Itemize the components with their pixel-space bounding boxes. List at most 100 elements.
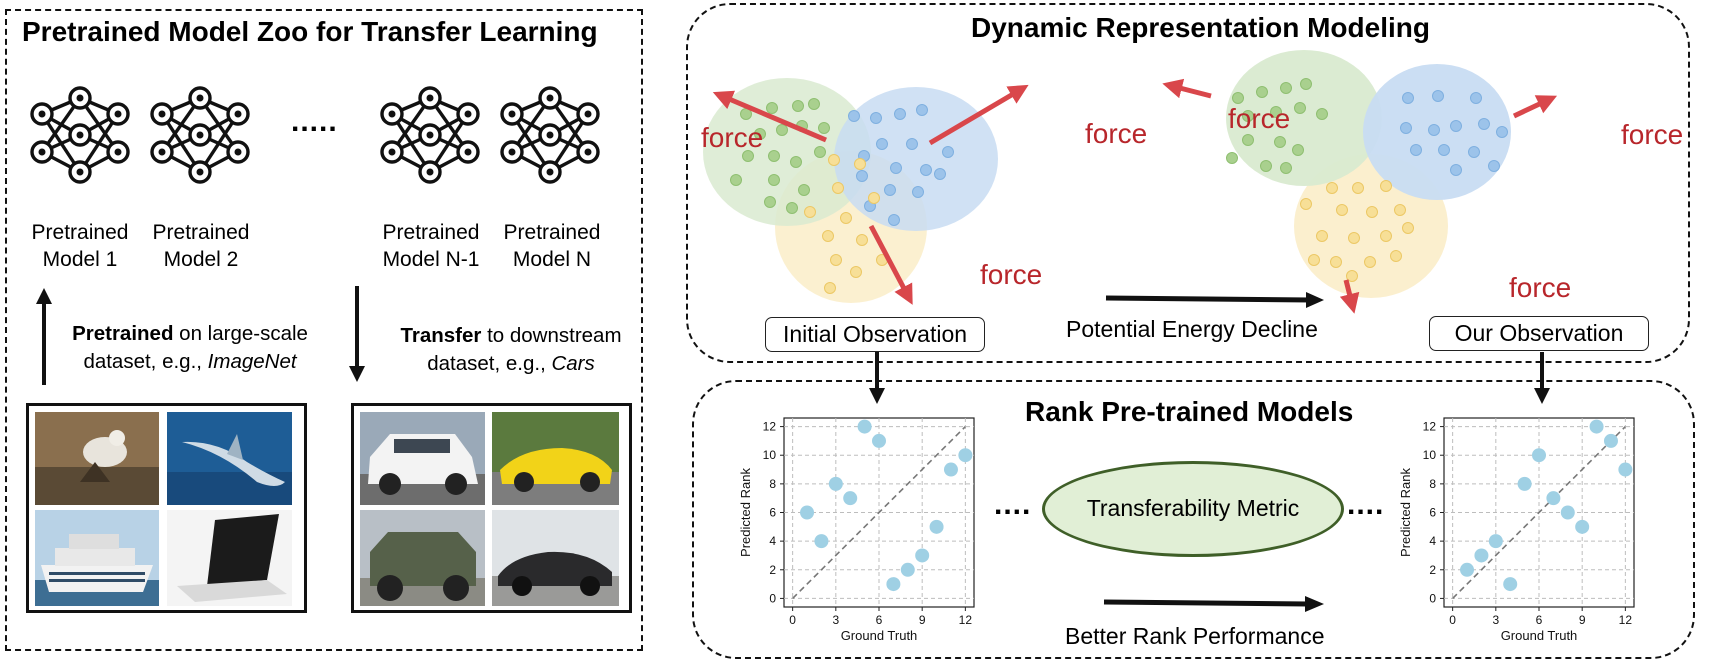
force-label: force	[1621, 119, 1684, 150]
y-axis-label: Predicted Rank	[1398, 468, 1413, 557]
hummer-photo	[360, 510, 485, 606]
laptop-photo	[167, 510, 292, 606]
coupe-photo	[492, 510, 619, 606]
rank-models-title: Rank Pre-trained Models	[1025, 396, 1354, 427]
cluster-point	[1226, 152, 1238, 164]
y-tick-label: 10	[1423, 448, 1437, 462]
cars-images	[351, 403, 632, 613]
scatter-point	[915, 548, 930, 563]
cluster-point	[1280, 162, 1292, 174]
x-axis-label: Ground Truth	[1501, 628, 1578, 643]
cluster-point	[1410, 144, 1422, 156]
cluster-point	[890, 162, 902, 174]
scatter-point	[1532, 448, 1546, 463]
cluster-point	[1402, 222, 1414, 234]
cluster-point	[1274, 136, 1286, 148]
cluster-point	[934, 168, 946, 180]
y-axis-label: Predicted Rank	[738, 468, 753, 557]
shark-photo	[167, 412, 292, 505]
cluster-point	[832, 182, 844, 194]
transfer-down-arrow	[349, 286, 365, 382]
cluster-point	[808, 98, 820, 110]
ship-photo	[35, 510, 159, 606]
scatter-point	[1546, 491, 1561, 506]
cluster-point	[798, 184, 810, 196]
cluster-point	[888, 214, 900, 226]
x-tick-label: 12	[959, 613, 973, 627]
cluster-point	[1346, 270, 1358, 282]
cluster-point	[754, 128, 766, 140]
left-arrows	[36, 286, 365, 385]
force-label: force	[1085, 118, 1148, 149]
x-tick-label: 12	[1619, 613, 1633, 627]
imagenet-images	[26, 403, 307, 613]
cluster-point	[824, 282, 836, 294]
initial-clusters	[703, 78, 1029, 305]
cluster-point	[906, 138, 918, 150]
cluster-point	[1300, 198, 1312, 210]
pretrain-up-arrow	[36, 288, 52, 385]
cluster-point	[730, 174, 742, 186]
cluster-point	[1308, 254, 1320, 266]
scatter-point	[943, 462, 958, 477]
cluster-point	[868, 192, 880, 204]
y-tick-label: 6	[769, 506, 776, 520]
force-label: force	[701, 122, 764, 153]
cluster-point	[818, 122, 830, 134]
neural-network-icon	[380, 86, 480, 184]
cluster-point	[776, 124, 788, 136]
cluster-point	[1242, 110, 1254, 122]
initial-observation-label: Initial Observation	[765, 317, 985, 352]
cluster-point	[1468, 146, 1480, 158]
x-tick-label: 3	[1492, 613, 1499, 627]
neural-network-icon	[30, 86, 130, 184]
x-tick-label: 0	[1449, 613, 1456, 627]
cluster-point	[856, 170, 868, 182]
transfer-caption: Transfer to downstream dataset, e.g., Ca…	[400, 324, 622, 375]
scatter-point	[1517, 476, 1532, 491]
cluster-point	[764, 196, 776, 208]
diagonal-line	[792, 426, 966, 599]
cluster-point	[920, 164, 932, 176]
cluster-point	[1280, 82, 1292, 94]
our-observation-label: Our Observation	[1429, 316, 1649, 351]
cluster-point	[1260, 160, 1272, 172]
force-arrow	[1162, 78, 1212, 99]
scatter-point	[828, 476, 843, 491]
x-axis-label: Ground Truth	[841, 628, 918, 643]
y-tick-label: 8	[769, 477, 776, 491]
y-tick-label: 4	[1429, 534, 1436, 548]
y-tick-label: 12	[763, 420, 777, 434]
cluster-point	[1390, 250, 1402, 262]
cluster-point	[792, 100, 804, 112]
scatter-point	[1460, 562, 1475, 577]
scatter-point	[1589, 419, 1604, 434]
cluster-point	[916, 104, 928, 116]
scatter-point	[929, 519, 944, 534]
dynamic-representation-title: Dynamic Representation Modeling	[971, 12, 1430, 43]
neural-network-icon	[150, 86, 250, 184]
suv-photo	[360, 412, 485, 505]
cluster-point	[814, 146, 826, 158]
potential-energy-label: Potential Energy Decline	[1066, 316, 1318, 342]
cluster-point	[1270, 106, 1282, 118]
cluster-point	[1488, 160, 1500, 172]
cluster-point	[1394, 204, 1406, 216]
y-tick-label: 0	[1429, 591, 1436, 605]
x-tick-label: 6	[1536, 613, 1543, 627]
cluster-point	[1292, 144, 1304, 156]
cluster-point	[840, 212, 852, 224]
cluster-point	[1316, 108, 1328, 120]
cluster-point	[1330, 256, 1342, 268]
scatter-point	[800, 505, 815, 520]
diagonal-line	[1452, 426, 1626, 599]
better-rank-label: Better Rank Performance	[1065, 623, 1325, 649]
force-arrow	[1339, 279, 1360, 314]
model-zoo-title: Pretrained Model Zoo for Transfer Learni…	[22, 16, 598, 47]
pretrain-caption: Pretrained on large-scale dataset, e.g.,…	[72, 322, 308, 373]
decline-arrow	[1105, 295, 1312, 303]
y-tick-label: 12	[1423, 420, 1437, 434]
